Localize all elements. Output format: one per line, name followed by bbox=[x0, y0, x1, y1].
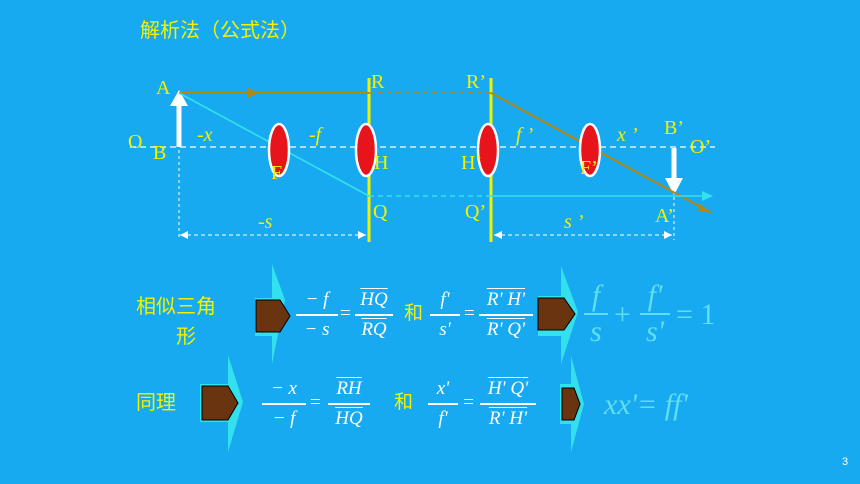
row1-frac-neg-f-over-neg-s: − f− s bbox=[296, 288, 338, 342]
row1-label-line1: 相似三角 bbox=[136, 294, 216, 318]
label-b: B bbox=[153, 142, 167, 164]
label-a: A bbox=[156, 77, 171, 99]
label-neg-s: -s bbox=[258, 211, 273, 233]
row2-label: 同理 bbox=[136, 390, 176, 414]
row1-conj-and: 和 bbox=[404, 302, 424, 324]
label-f-prime: f ’ bbox=[516, 124, 534, 146]
label-f: F bbox=[271, 162, 283, 184]
row2-equals-1: = bbox=[310, 392, 321, 413]
row2-frac-neg-x-over-neg-f: − x− f bbox=[262, 377, 306, 431]
label-b-prime: B’ bbox=[664, 117, 684, 139]
label-neg-f: -f bbox=[309, 124, 322, 146]
label-s-prime: s ’ bbox=[564, 211, 584, 233]
label-q: Q bbox=[373, 201, 388, 223]
lens-h2 bbox=[476, 122, 500, 178]
label-a-prime: A’ bbox=[655, 205, 674, 227]
object-arrow-head bbox=[170, 90, 188, 106]
label-neg-x: -x bbox=[197, 124, 213, 146]
page-title: 解析法（公式法） bbox=[140, 18, 300, 42]
row1-result-plus: + bbox=[614, 298, 631, 331]
row1-frac-f-prime-over-s-prime: f's' bbox=[430, 288, 460, 342]
row2-frac-hq-over-rh: H' Q'R' H' bbox=[480, 377, 536, 431]
page-number: 3 bbox=[842, 456, 849, 468]
image-arrow-head bbox=[665, 178, 683, 195]
label-x-prime: x ’ bbox=[617, 124, 638, 146]
row1-frac-rh-over-rq: R' H'R' Q' bbox=[479, 288, 533, 342]
row2-result: xx'= ff' bbox=[604, 388, 688, 421]
row1-equals-1: = bbox=[340, 303, 351, 324]
label-o: O bbox=[128, 131, 143, 153]
row1-result-frac-a: f s bbox=[584, 280, 608, 348]
row1-equals-2: = bbox=[464, 303, 475, 324]
row1-result-frac-b: f' s' bbox=[640, 280, 670, 348]
label-r: R bbox=[371, 71, 385, 93]
label-r-prime: R’ bbox=[466, 71, 486, 93]
row2-conj-and: 和 bbox=[394, 391, 414, 413]
lens-f bbox=[267, 122, 291, 178]
lens-f2 bbox=[578, 122, 602, 178]
label-f-prime-point: F’ bbox=[580, 157, 598, 179]
row2-equals-2: = bbox=[463, 392, 474, 413]
lens-h bbox=[354, 122, 378, 178]
label-o-prime: O’ bbox=[690, 136, 712, 158]
row1-result-rhs: = 1 bbox=[676, 298, 716, 331]
row1-label-line2: 形 bbox=[176, 324, 196, 348]
label-h-prime: H’ bbox=[461, 152, 483, 174]
row2-frac-x-prime-over-f-prime: x'f' bbox=[428, 377, 458, 431]
label-h: H bbox=[374, 152, 389, 174]
label-q-prime: Q’ bbox=[465, 201, 487, 223]
